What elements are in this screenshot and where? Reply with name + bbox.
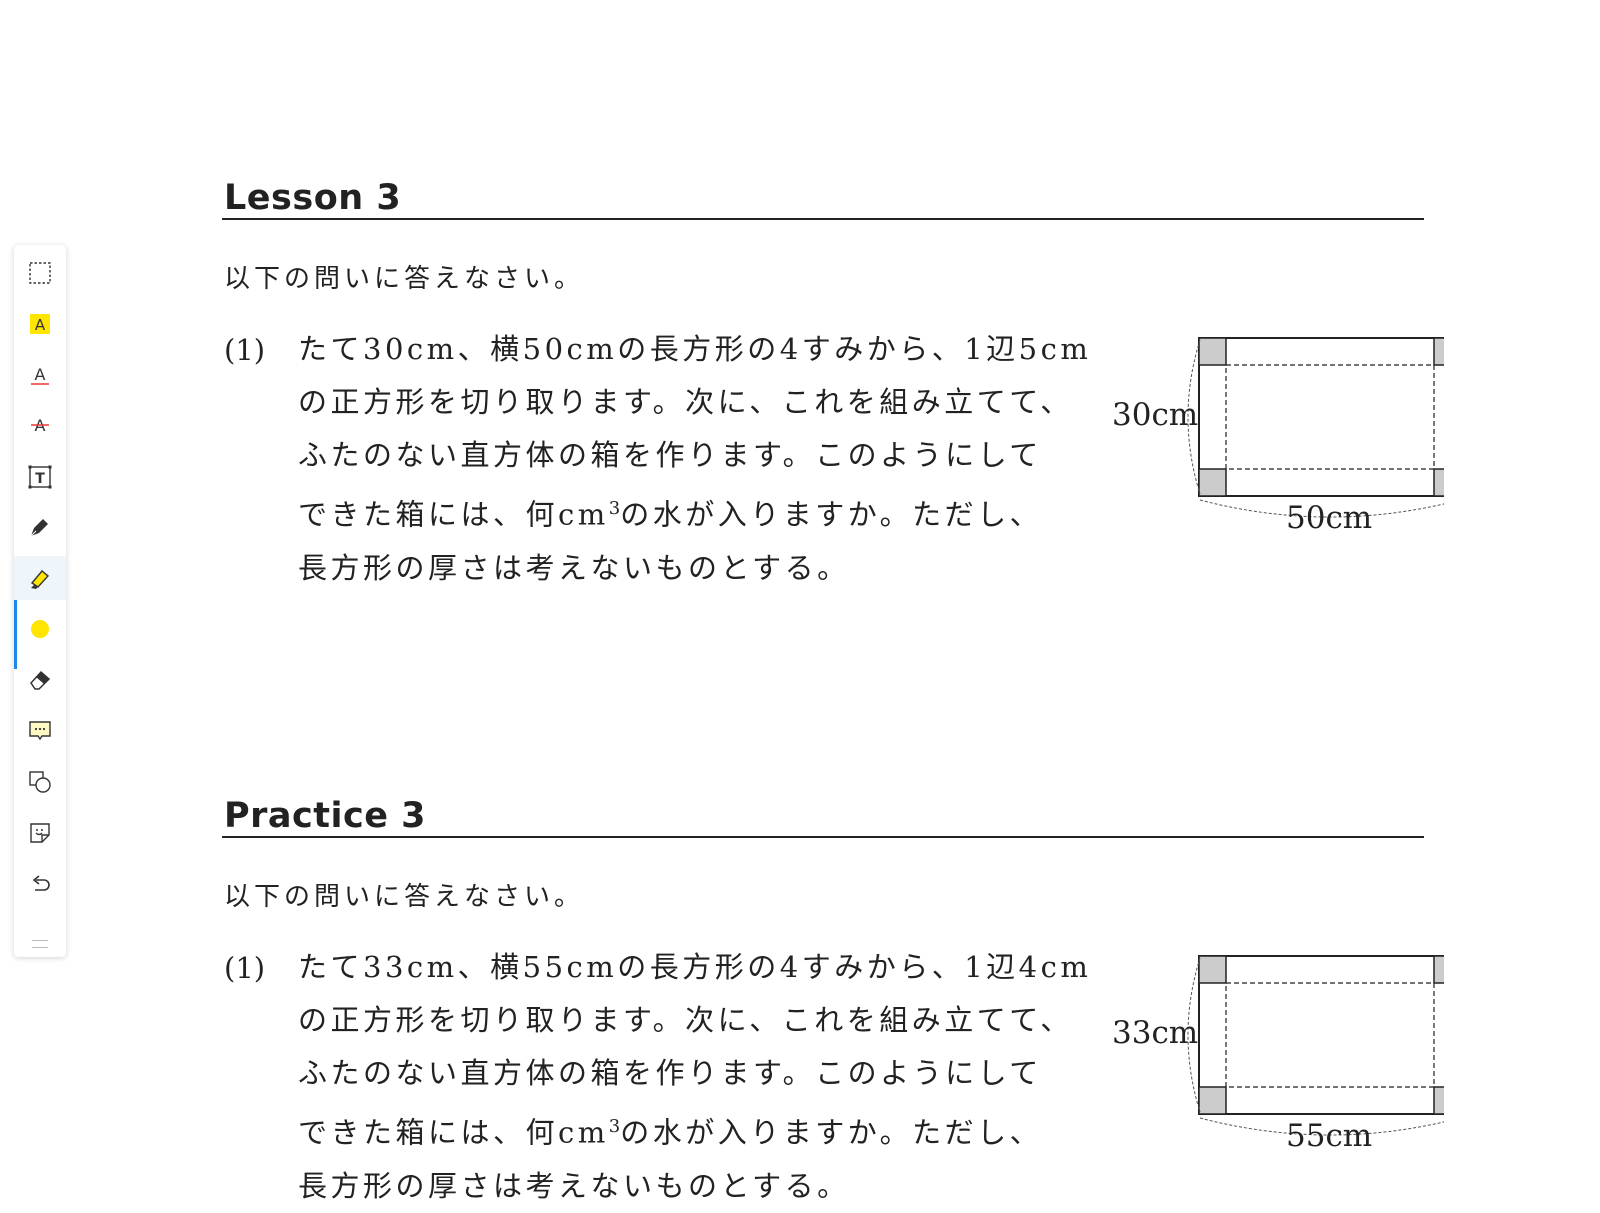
text-box-icon: T	[28, 465, 52, 489]
question-line-part: できた箱には、何cm	[298, 497, 609, 532]
underline-text-tool[interactable]: A	[14, 353, 66, 397]
question-line: の正方形を切り取ります。次に、これを組み立てて、	[298, 385, 1073, 419]
pen-icon	[30, 519, 48, 537]
practice-section: Practice 3 以下の問いに答えなさい。 (1) たて33cm、横55cm…	[222, 796, 1462, 1203]
undo-tool[interactable]	[14, 862, 66, 906]
instruction-text: 以下の問いに答えなさい。	[224, 882, 585, 912]
question-line: の正方形を切り取ります。次に、これを組み立てて、	[298, 1003, 1073, 1037]
question-line-part: できた箱には、何cm	[298, 1115, 609, 1150]
question-line-part: の水が入りますか。ただし、	[620, 1115, 1043, 1150]
width-label: 50cm	[1286, 500, 1372, 536]
color-picker[interactable]	[14, 607, 66, 651]
eraser-icon	[30, 670, 51, 690]
strikethrough-a-icon: A	[31, 416, 49, 435]
question-line: できた箱には、何cm3の水が入りますか。ただし、	[298, 482, 1078, 542]
rectangle-figure: 33cm 55cm	[1064, 946, 1462, 1161]
pen-tool[interactable]	[14, 505, 66, 549]
annotation-toolbar: A A A T	[14, 245, 66, 957]
shapes-tool[interactable]	[14, 760, 66, 804]
question-line: ふたのない直方体の箱を作ります。このようにして	[298, 438, 1042, 472]
height-label: 33cm	[1112, 1015, 1198, 1051]
eraser-tool[interactable]	[14, 658, 66, 702]
sticker-icon	[30, 823, 50, 843]
highlighter-icon	[30, 570, 50, 589]
sticker-tool[interactable]	[14, 811, 66, 855]
question-line: 長方形の厚さは考えないものとする。	[298, 1168, 850, 1203]
superscript: 3	[608, 498, 621, 519]
color-dot-icon	[31, 620, 49, 638]
highlight-a-icon: A	[30, 314, 50, 334]
svg-text:T: T	[35, 471, 45, 487]
question-line: たて30cm、横50cmの長方形の4すみから、1辺5cm	[298, 332, 1092, 366]
question-line: ふたのない直方体の箱を作ります。このようにして	[298, 1056, 1042, 1090]
svg-text:A: A	[35, 316, 46, 334]
highlighter-tool[interactable]	[14, 556, 66, 600]
undo-icon	[32, 875, 50, 891]
highlight-text-tool[interactable]: A	[14, 302, 66, 346]
height-label: 30cm	[1112, 397, 1198, 433]
rectangle-figure: 30cm 50cm	[1064, 328, 1462, 543]
select-area-tool[interactable]	[14, 251, 66, 295]
shapes-icon	[29, 771, 51, 793]
question-number: (1)	[224, 333, 266, 367]
toolbar-drag-handle[interactable]	[32, 940, 48, 948]
instruction-text: 以下の問いに答えなさい。	[224, 264, 585, 294]
underline-a-icon: A	[31, 365, 49, 385]
question-number: (1)	[224, 951, 266, 985]
question-text: たて30cm、横50cmの長方形の4すみから、1辺5cm の正方形を切り取ります…	[298, 323, 1092, 595]
question-text: たて33cm、横55cmの長方形の4すみから、1辺4cm の正方形を切り取ります…	[298, 941, 1092, 1213]
width-label: 55cm	[1286, 1118, 1372, 1154]
active-tool-indicator	[14, 567, 17, 669]
superscript: 3	[608, 1116, 621, 1137]
section-heading: Lesson 3	[222, 178, 1424, 220]
dashed-rectangle-icon	[29, 262, 51, 284]
section-heading: Practice 3	[222, 796, 1424, 838]
svg-text:A: A	[35, 365, 46, 384]
question-line-part: の水が入りますか。ただし、	[620, 497, 1043, 532]
question-line: できた箱には、何cm3の水が入りますか。ただし、	[298, 1100, 1078, 1160]
strikethrough-text-tool[interactable]: A	[14, 403, 66, 447]
lesson-section: Lesson 3 以下の問いに答えなさい。 (1) たて30cm、横50cmの長…	[222, 178, 1462, 585]
question-line: 長方形の厚さは考えないものとする。	[298, 550, 850, 585]
question-line: たて33cm、横55cmの長方形の4すみから、1辺4cm	[298, 950, 1092, 984]
text-box-tool[interactable]: T	[14, 455, 66, 499]
comment-tool[interactable]	[14, 709, 66, 753]
comment-icon	[29, 721, 51, 741]
